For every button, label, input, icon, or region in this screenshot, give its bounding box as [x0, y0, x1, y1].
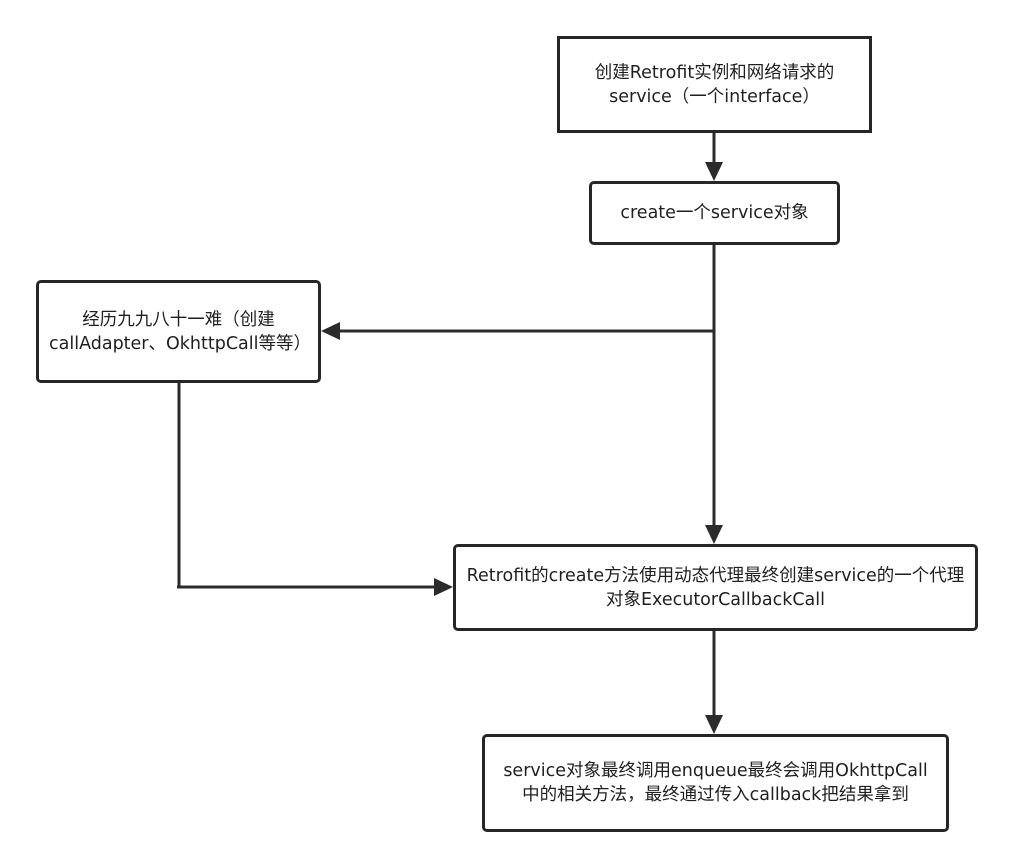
- arrowhead-create-to-trials: [321, 322, 340, 340]
- node-start: 创建Retrofit实例和网络请求的service（一个interface）: [557, 36, 872, 133]
- node-create-service: create一个service对象: [589, 181, 840, 245]
- node-start-label: 创建Retrofit实例和网络请求的service（一个interface）: [594, 62, 835, 107]
- node-create-service-label: create一个service对象: [620, 203, 809, 223]
- node-enqueue-label: service对象最终调用enqueue最终会调用OkhttpCall中的相关方…: [503, 761, 928, 805]
- node-trials-label: 经历九九八十一难（创建callAdapter、OkhttpCall等等）: [49, 309, 311, 354]
- node-trials: 经历九九八十一难（创建callAdapter、OkhttpCall等等）: [36, 280, 321, 383]
- arrowhead-start-to-create: [705, 162, 723, 181]
- node-enqueue: service对象最终调用enqueue最终会调用OkhttpCall中的相关方…: [482, 734, 949, 832]
- arrowhead-trials-to-proxy: [434, 578, 453, 596]
- node-proxy-label: Retrofit的create方法使用动态代理最终创建service的一个代理对…: [466, 565, 965, 610]
- node-proxy: Retrofit的create方法使用动态代理最终创建service的一个代理对…: [453, 544, 978, 631]
- arrowhead-create-to-proxy: [705, 525, 723, 544]
- arrowhead-proxy-to-enqueue: [705, 715, 723, 734]
